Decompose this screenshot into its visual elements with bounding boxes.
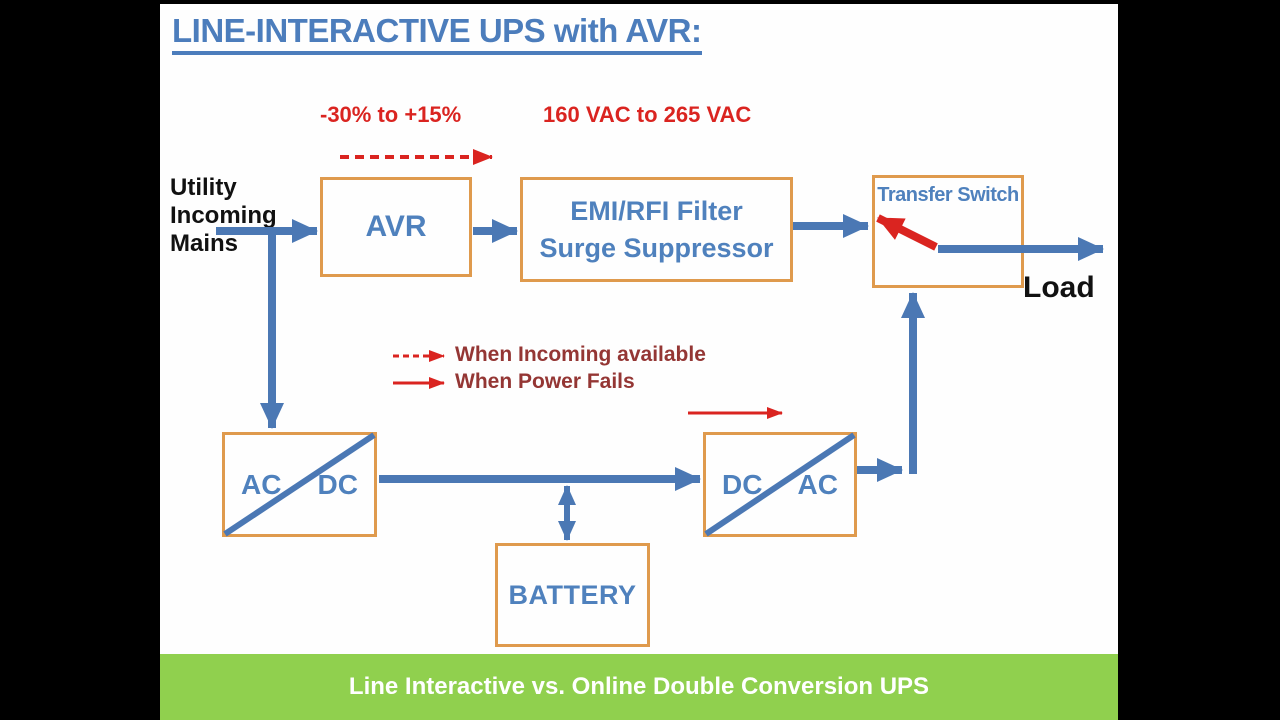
avr-regulation-range-label: -30% to +15% xyxy=(320,102,462,127)
battery-block-label: BATTERY xyxy=(508,579,637,610)
rectifier-diagonal xyxy=(223,432,376,537)
emi-rfi-filter-block-label: EMI/RFI Filter Surge Suppressor xyxy=(539,196,774,263)
avr-block: AVR xyxy=(320,177,472,277)
emi-rfi-filter-block: EMI/RFI Filter Surge Suppressor xyxy=(520,177,793,282)
output-voltage-range-label: 160 VAC to 265 VAC xyxy=(543,102,752,127)
legend-incoming-available-label: When Incoming available xyxy=(455,343,706,366)
avr-block-label: AVR xyxy=(365,210,427,243)
page-title: LINE-INTERACTIVE UPS with AVR: xyxy=(172,12,702,55)
inverter-ac-label: AC xyxy=(797,468,838,500)
load-label: Load xyxy=(1023,271,1095,304)
inverter-diagonal xyxy=(704,432,856,537)
utility-incoming-mains-label: Utility Incoming Mains xyxy=(170,174,277,257)
inverter-dc-label: DC xyxy=(722,468,763,500)
footer-banner-text: Line Interactive vs. Online Double Conve… xyxy=(348,673,930,700)
rectifier-dc-label: DC xyxy=(317,468,358,500)
transfer-switch-lever-arrow xyxy=(876,214,938,251)
rectifier-ac-label: AC xyxy=(241,468,282,500)
legend-power-fails-label: When Power Fails xyxy=(455,370,635,393)
footer-banner: Line Interactive vs. Online Double Conve… xyxy=(160,654,1118,720)
transfer-switch-label: Transfer Switch xyxy=(877,184,1019,206)
battery-block: BATTERY xyxy=(495,543,650,647)
